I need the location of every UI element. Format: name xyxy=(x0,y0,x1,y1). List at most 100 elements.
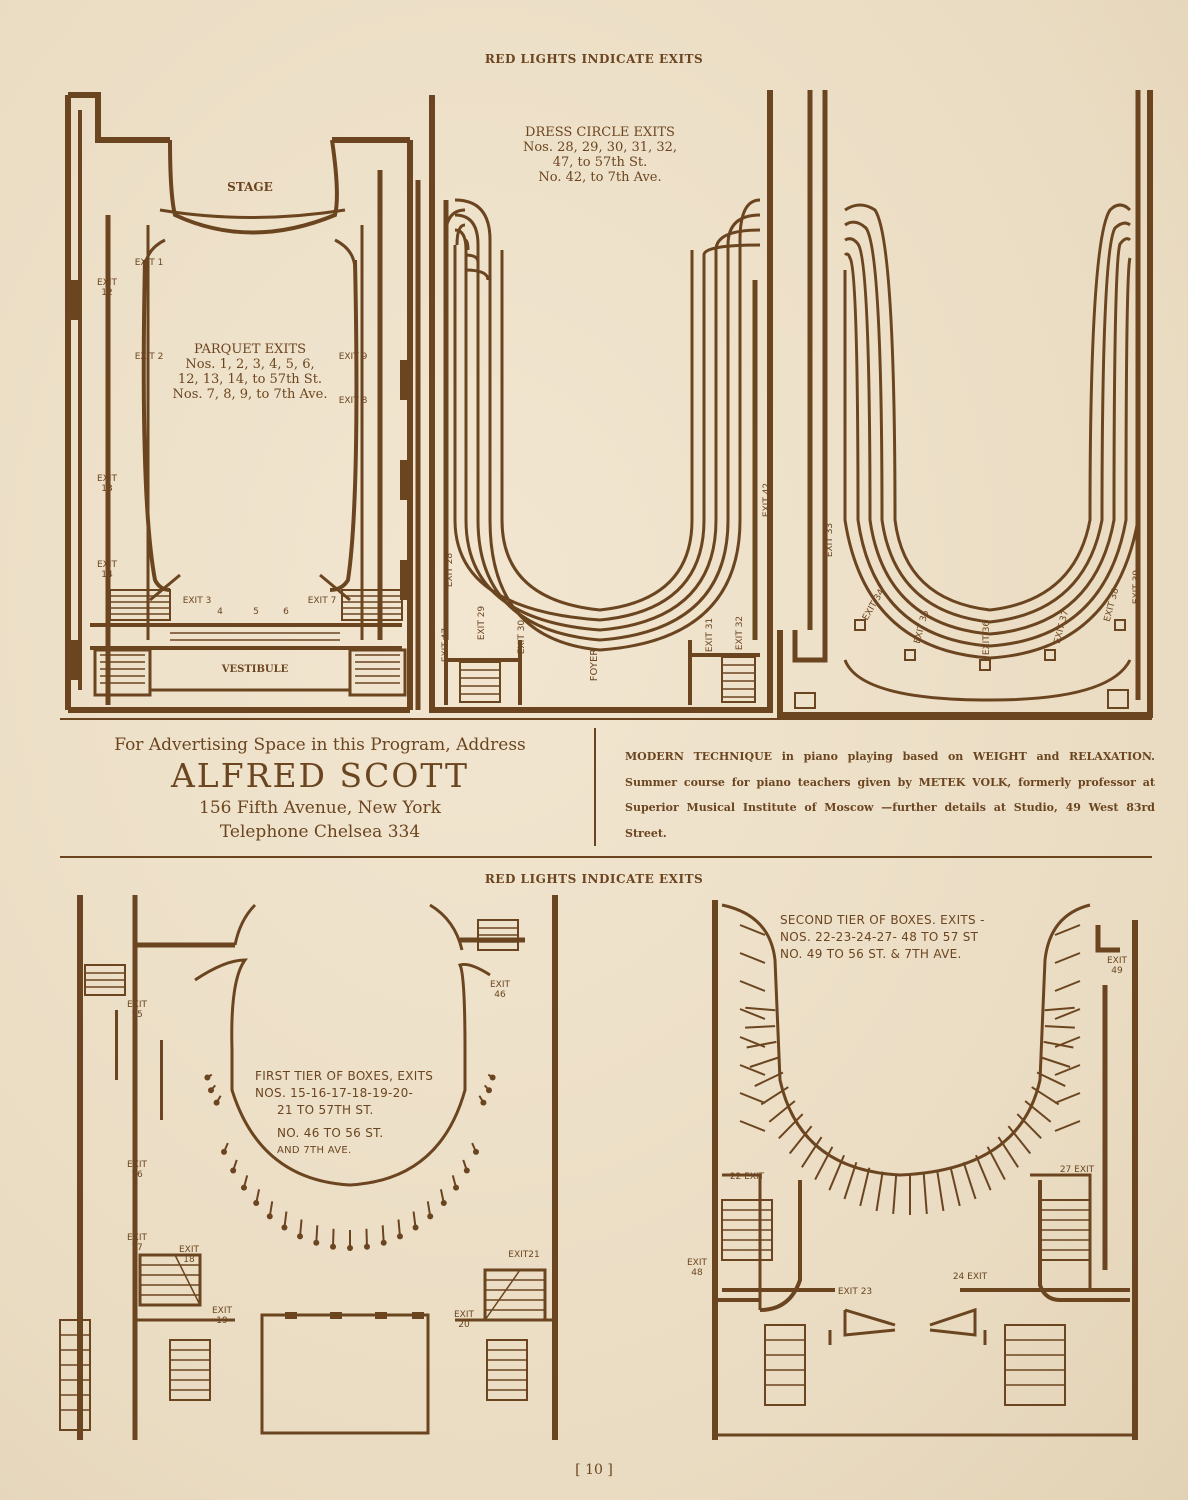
exit-6-label: 6 xyxy=(283,607,289,617)
ad-address: 156 Fifth Avenue, New York xyxy=(199,798,441,818)
box-marker-dot xyxy=(253,1199,260,1206)
exit-8-label: EXIT 8 xyxy=(338,396,368,406)
box-marker-dot xyxy=(396,1233,403,1240)
second-tier-line3: NO. 49 TO 56 ST. & 7TH AVE. xyxy=(780,947,962,961)
exit-9-label: EXIT 9 xyxy=(338,352,368,362)
parquet-line3: Nos. 7, 8, 9, to 7th Ave. xyxy=(172,387,328,402)
box-tick xyxy=(814,1146,834,1181)
exit-12-label: EXIT 12 xyxy=(96,278,117,298)
bottom-header: RED LIGHTS INDICATE EXITS xyxy=(484,872,704,886)
box-tick xyxy=(875,1171,884,1212)
box-tick xyxy=(1024,1100,1052,1123)
box-tick xyxy=(962,1161,977,1200)
advertising-notice: For Advertising Space in this Program, A… xyxy=(60,734,580,844)
exit-13-label: EXIT 13 xyxy=(96,474,117,494)
exit-1-label: EXIT 1 xyxy=(134,258,164,268)
box-marker-dot xyxy=(313,1239,320,1246)
box-marker-dot xyxy=(330,1243,337,1250)
box-marker-dot xyxy=(472,1148,479,1155)
box-tick xyxy=(843,1161,858,1200)
box-tick xyxy=(745,1006,776,1012)
exit-3-label: EXIT 3 xyxy=(182,596,212,606)
box-tick xyxy=(949,1167,961,1207)
exit-18-label: EXIT 18 xyxy=(178,1245,199,1265)
box-tick xyxy=(739,1008,766,1020)
box-tick xyxy=(1054,1092,1081,1104)
box-tick xyxy=(828,1154,845,1191)
box-tick xyxy=(1044,1006,1075,1012)
dress-circle-text: DRESS CIRCLE EXITS Nos. 28, 29, 30, 31, … xyxy=(470,125,730,185)
box-tick xyxy=(1054,980,1081,992)
box-marker-dot xyxy=(221,1148,228,1155)
exit-19-label: EXIT 19 xyxy=(211,1306,232,1326)
box-tick xyxy=(1044,1025,1075,1029)
box-tick xyxy=(739,1064,766,1076)
exit-14-label: EXIT 14 xyxy=(96,560,117,580)
box-marker-dot xyxy=(266,1213,273,1220)
top-divider xyxy=(60,718,1152,720)
exit-4-label: 4 xyxy=(217,607,223,617)
exit-22-label: 22 EXIT xyxy=(729,1172,765,1182)
box-tick xyxy=(739,1092,766,1104)
box-marker-dot xyxy=(485,1087,492,1094)
box-tick xyxy=(739,924,766,936)
box-tick xyxy=(778,1113,804,1140)
first-tier-line2: NOS. 15-16-17-18-19-20- xyxy=(255,1086,414,1100)
box-tick xyxy=(1007,1125,1032,1155)
box-tick xyxy=(986,1146,1006,1181)
box-tick xyxy=(1054,1120,1081,1132)
box-marker-dot xyxy=(363,1243,370,1250)
exit-2-label: EXIT 2 xyxy=(134,352,164,362)
box-marker-dot xyxy=(281,1224,288,1231)
first-tier-text: FIRST TIER OF BOXES, EXITS NOS. 15-16-17… xyxy=(255,1068,455,1159)
parquet-line1: Nos. 1, 2, 3, 4, 5, 6, xyxy=(185,357,315,372)
box-tick xyxy=(997,1136,1019,1168)
box-tick xyxy=(975,1154,992,1191)
box-tick xyxy=(936,1171,945,1212)
dress-circle-line4: No. 42, to 7th Ave. xyxy=(538,170,662,185)
box-tick xyxy=(760,1086,789,1106)
box-marker-dot xyxy=(380,1239,387,1246)
second-tier-line1: SECOND TIER OF BOXES. EXITS - xyxy=(780,913,985,927)
box-marker-dot xyxy=(230,1167,237,1174)
second-tier-text: SECOND TIER OF BOXES. EXITS - NOS. 22-23… xyxy=(780,912,1100,963)
box-tick xyxy=(1054,1036,1081,1048)
exit-21-label: EXIT21 xyxy=(508,1250,540,1260)
ad-phone: Telephone Chelsea 334 xyxy=(219,822,421,842)
box-marker-dot xyxy=(427,1213,434,1220)
first-tier-line4: NO. 46 TO 56 ST. xyxy=(277,1126,384,1140)
exit-24-label: 24 EXIT xyxy=(952,1272,988,1282)
box-tick xyxy=(739,980,766,992)
box-tick xyxy=(739,1036,766,1048)
box-marker-dot xyxy=(347,1245,353,1251)
piano-ad-text: MODERN TECHNIQUE in piano playing based … xyxy=(625,750,1155,840)
dress-circle-line3: 47, to 57th St. xyxy=(552,155,648,170)
middle-divider xyxy=(60,856,1152,858)
box-marker-dot xyxy=(489,1074,496,1081)
box-marker-dot xyxy=(480,1099,487,1106)
box-tick xyxy=(1054,952,1081,964)
box-tick xyxy=(1054,1064,1081,1076)
exit-16-label: EXIT 16 xyxy=(126,1160,147,1180)
top-header: RED LIGHTS INDICATE EXITS xyxy=(484,52,704,66)
box-tick xyxy=(745,1025,776,1029)
box-marker-dot xyxy=(463,1167,470,1174)
exit-46-label: EXIT 46 xyxy=(489,980,510,1000)
box-tick xyxy=(1036,1071,1066,1087)
box-marker-dot xyxy=(297,1233,304,1240)
box-tick xyxy=(788,1125,813,1155)
exit-27-label: 27 EXIT xyxy=(1059,1165,1095,1175)
second-tier-line2: NOS. 22-23-24-27- 48 TO 57 ST xyxy=(780,930,979,944)
box-tick xyxy=(1040,1056,1071,1068)
exit-7-label: EXIT 7 xyxy=(307,596,337,606)
box-tick xyxy=(749,1056,780,1068)
dress-circle-line2: Nos. 28, 29, 30, 31, 32, xyxy=(522,140,678,155)
box-tick xyxy=(754,1071,784,1087)
exit-48-label: EXIT 48 xyxy=(686,1258,707,1278)
